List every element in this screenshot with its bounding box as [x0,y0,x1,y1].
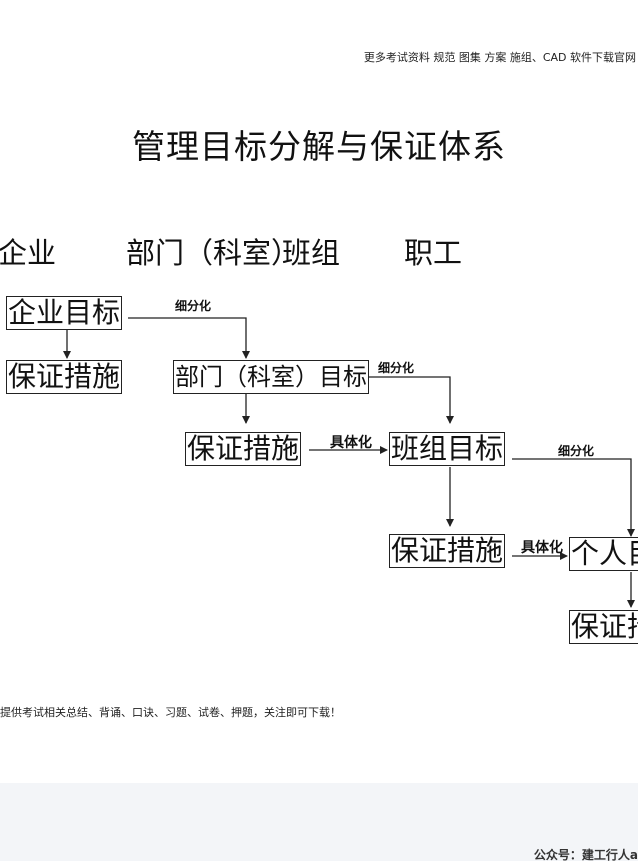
footer-brand: 公众号：建工行人a [533,848,638,862]
label-refine-dept-to-team: 细分化 [378,361,415,375]
arrow-refine-team-to-personal [512,458,635,537]
label-refine-enterprise-to-dept: 细分化 [175,299,212,313]
label-refine-team-to-personal: 细分化 [558,444,595,458]
box-personal-measures: 保证措施 [569,610,638,644]
header-note: 更多考试资料 规范 图集 方案 施组、CAD 软件下载官网 [363,51,636,64]
column-header-team: 班组 [282,236,341,270]
arrow-refine-enterprise-to-dept [128,317,250,359]
box-team-goal: 班组目标 [389,432,506,466]
box-department-goal: 部门（科室）目标 [173,360,369,394]
label-concretize-team-to-personal: 具体化 [521,540,563,556]
column-header-department: 部门（科室） [126,236,301,270]
box-department-measures: 保证措施 [185,432,302,466]
footer-note: 提供考试相关总结、背诵、口诀、习题、试卷、押题，关注即可下载！ [0,706,341,719]
column-header-enterprise: 企业 [0,236,57,270]
box-personal-goal: 个人目标 [569,537,638,571]
box-enterprise-measures: 保证措施 [6,360,123,394]
page-title: 管理目标分解与保证体系 [132,127,506,166]
box-team-measures: 保证措施 [389,534,506,568]
footer-band [0,783,638,861]
box-enterprise-goal: 企业目标 [6,296,123,330]
label-concretize-dept-to-team: 具体化 [330,435,372,451]
arrow-refine-dept-to-team [332,376,454,424]
column-header-employee: 职工 [404,236,463,270]
